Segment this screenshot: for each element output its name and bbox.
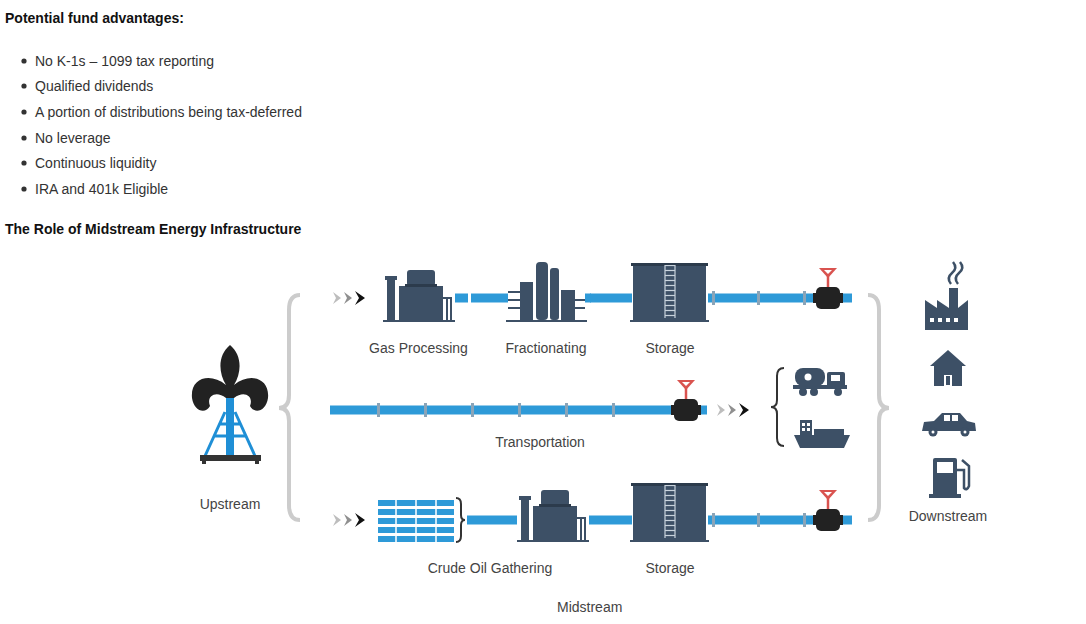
section-heading: The Role of Midstream Energy Infrastruct… (5, 221, 301, 237)
bullet-item: IRA and 401k Eligible (35, 181, 168, 197)
pipe-connector (471, 294, 502, 303)
icon-node: Storage (632, 258, 708, 356)
icon-node: Storage (632, 478, 708, 576)
node-caption: Gas Processing (369, 340, 468, 356)
node-caption: Upstream (200, 496, 261, 512)
node-caption: Downstream (909, 508, 988, 524)
pipe-connector (603, 516, 632, 525)
list-heading: Potential fund advantages: (5, 10, 184, 26)
node-caption: Storage (645, 560, 694, 576)
bullet-item: Continuous liquidity (35, 155, 156, 171)
bullet-item: Qualified dividends (35, 78, 153, 94)
bullet-item: A portion of distributions being tax-def… (35, 104, 302, 120)
icon-node: Gas Processing (366, 262, 471, 356)
icon-node: Downstream (903, 268, 993, 524)
node-caption: Crude Oil Gathering (428, 560, 553, 576)
icon-node: Upstream (185, 340, 275, 512)
node-caption: Transportation (495, 434, 585, 450)
section-label: Midstream (557, 599, 622, 615)
bullet-item: No K-1s – 1099 tax reporting (35, 53, 214, 69)
bullet-item: No leverage (35, 130, 111, 146)
pipe-connector (590, 294, 632, 303)
icon-node: Fractionating (502, 262, 590, 356)
node-caption: Storage (645, 340, 694, 356)
icon-node: Transportation (480, 432, 600, 450)
node-caption: Fractionating (506, 340, 587, 356)
icon-node: Crude Oil Gathering (377, 494, 603, 576)
